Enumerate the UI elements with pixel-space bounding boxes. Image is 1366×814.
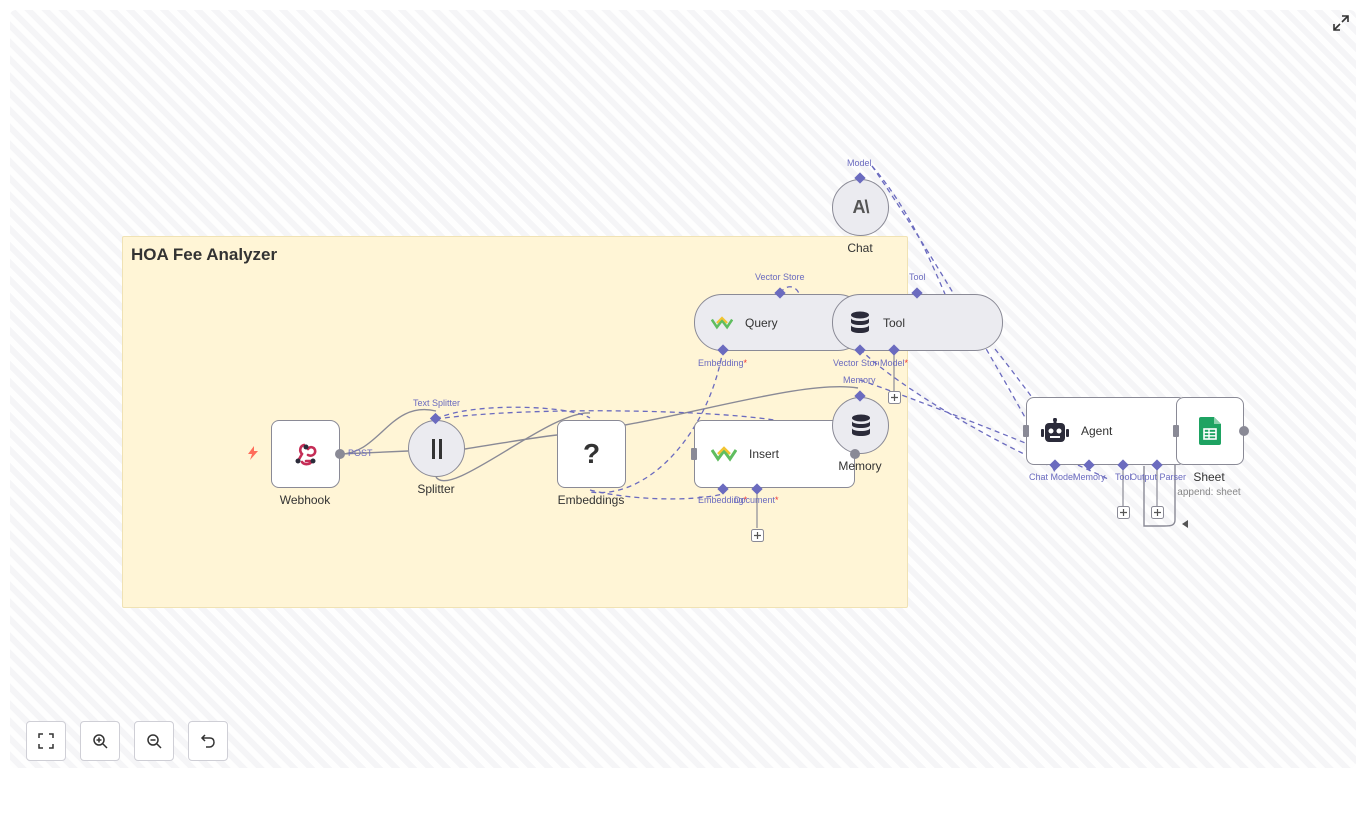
splitter-label: Splitter	[417, 482, 455, 496]
ai-connection-embeddings-insert	[589, 489, 724, 500]
memory-label: Memory	[838, 459, 882, 473]
query-label: Query	[745, 315, 778, 330]
agent-label: Agent	[1081, 424, 1113, 438]
robot-icon	[1041, 418, 1069, 442]
agent-tool-port-label: Tool	[1115, 472, 1131, 482]
weaviate-icon	[711, 315, 733, 329]
query-vector-store-port-label: Vector Store	[755, 272, 805, 282]
chat-node[interactable]: A\	[832, 179, 889, 236]
tool-vector-store-port-label: Vector Store	[833, 358, 879, 368]
splitter-node[interactable]	[408, 420, 465, 477]
fit-view-button[interactable]	[26, 721, 66, 761]
database-icon	[851, 311, 869, 333]
add-node-agent-output-parser-button[interactable]	[1151, 506, 1164, 519]
undo-icon	[200, 734, 215, 748]
memory-node[interactable]	[832, 397, 889, 454]
sheet-label: Sheet	[1193, 470, 1225, 484]
ai-connection-splitter-insert	[435, 410, 775, 421]
zoom-in-icon	[93, 734, 108, 749]
insert-label: Insert	[749, 447, 780, 461]
add-node-tool-model-button[interactable]	[888, 391, 901, 404]
reset-zoom-button[interactable]	[188, 721, 228, 761]
sheet-subtitle: append: sheet	[1177, 487, 1241, 498]
zoom-out-button[interactable]	[134, 721, 174, 761]
connection-sheet-loop	[1143, 465, 1176, 527]
tool-model-port-label: Model*	[880, 358, 909, 368]
zoom-out-icon	[147, 734, 162, 749]
anthropic-icon: A\	[852, 197, 870, 217]
insert-embedding-port-label: Embedding*	[698, 495, 748, 505]
insert-document-port-label: Document*	[734, 495, 779, 505]
webhook-icon	[295, 443, 316, 466]
sheet-node[interactable]	[1176, 397, 1244, 465]
connection-splitter-embeddings	[464, 434, 558, 450]
agent-chat-model-port-label: Chat Model	[1029, 472, 1076, 482]
sticky-note-title: HOA Fee Analyzer	[131, 245, 278, 264]
splitter-input-label: Text Splitter	[413, 398, 461, 408]
connection-splitter-loop	[435, 412, 591, 482]
agent-memory-port-label: Memory	[1073, 472, 1106, 482]
fit-view-icon	[38, 733, 54, 749]
workflow-canvas[interactable]: HOA Fee Analyzer	[10, 10, 1356, 768]
embeddings-label: Embeddings	[557, 493, 625, 507]
database-icon	[851, 414, 870, 436]
connections-layer	[339, 165, 1194, 528]
webhook-output-label: POST	[348, 448, 373, 458]
lightning-icon	[248, 446, 258, 460]
add-node-insert-document-button[interactable]	[751, 529, 764, 542]
zoom-in-button[interactable]	[80, 721, 120, 761]
connection-webhook-splitter-in	[339, 450, 409, 455]
ai-connection-query-embeddings	[589, 348, 724, 494]
question-icon: ?	[582, 438, 601, 469]
insert-node[interactable]: Insert	[694, 420, 855, 488]
add-node-agent-tool-button[interactable]	[1117, 506, 1130, 519]
weaviate-icon	[711, 446, 737, 462]
query-embedding-port-label: Embedding*	[698, 358, 748, 368]
splitter-icon	[431, 438, 442, 459]
chat-label: Chat	[847, 241, 873, 255]
webhook-label: Webhook	[279, 493, 331, 507]
connection-embeddings-memory	[624, 385, 859, 426]
chat-model-port-label: Model	[847, 158, 872, 168]
ai-connection-splitter-embeddings	[435, 406, 591, 420]
expand-icon[interactable]	[1332, 14, 1350, 32]
google-sheets-icon	[1199, 417, 1221, 445]
webhook-node[interactable]	[271, 420, 340, 488]
connection-webhook-splitter	[339, 408, 437, 455]
tool-tool-port-label: Tool	[909, 272, 926, 282]
memory-memory-port-label: Memory	[843, 375, 876, 385]
agent-node[interactable]: Agent	[1026, 397, 1186, 465]
embeddings-node[interactable]: ?	[557, 420, 626, 488]
ai-connection-memory-agent	[859, 379, 1111, 481]
tool-label: Tool	[883, 315, 906, 330]
agent-output-parser-port-label: Output Parser	[1130, 472, 1187, 482]
tool-node[interactable]: Tool	[832, 294, 1003, 351]
